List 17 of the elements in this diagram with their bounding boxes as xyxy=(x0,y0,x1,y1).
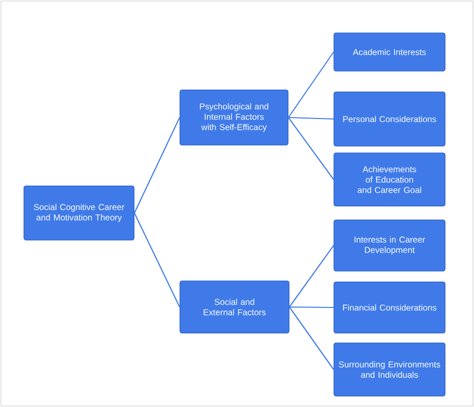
connector-line xyxy=(288,116,334,120)
box: Personal Considerations xyxy=(334,92,446,146)
box: Academic Interests xyxy=(334,32,446,72)
connector-line xyxy=(134,117,180,214)
box: Achievements of Education and Career Goal xyxy=(334,152,446,206)
box: Social and External Factors xyxy=(180,280,290,334)
box: Surrounding Environments and Individuals xyxy=(334,342,446,396)
connector-line xyxy=(288,52,334,118)
connector-line xyxy=(134,212,180,308)
box: Social Cognitive Career and Motivation Theory xyxy=(24,186,134,240)
connector-line xyxy=(289,306,334,308)
box: Financial Considerations xyxy=(334,282,446,334)
connector-line xyxy=(288,117,334,180)
connector-line xyxy=(288,245,334,308)
box: Psychological and Internal Factors with Self-Efficacy xyxy=(180,90,288,146)
connector-line xyxy=(288,306,334,370)
box: Interests in Career Development xyxy=(334,220,446,272)
